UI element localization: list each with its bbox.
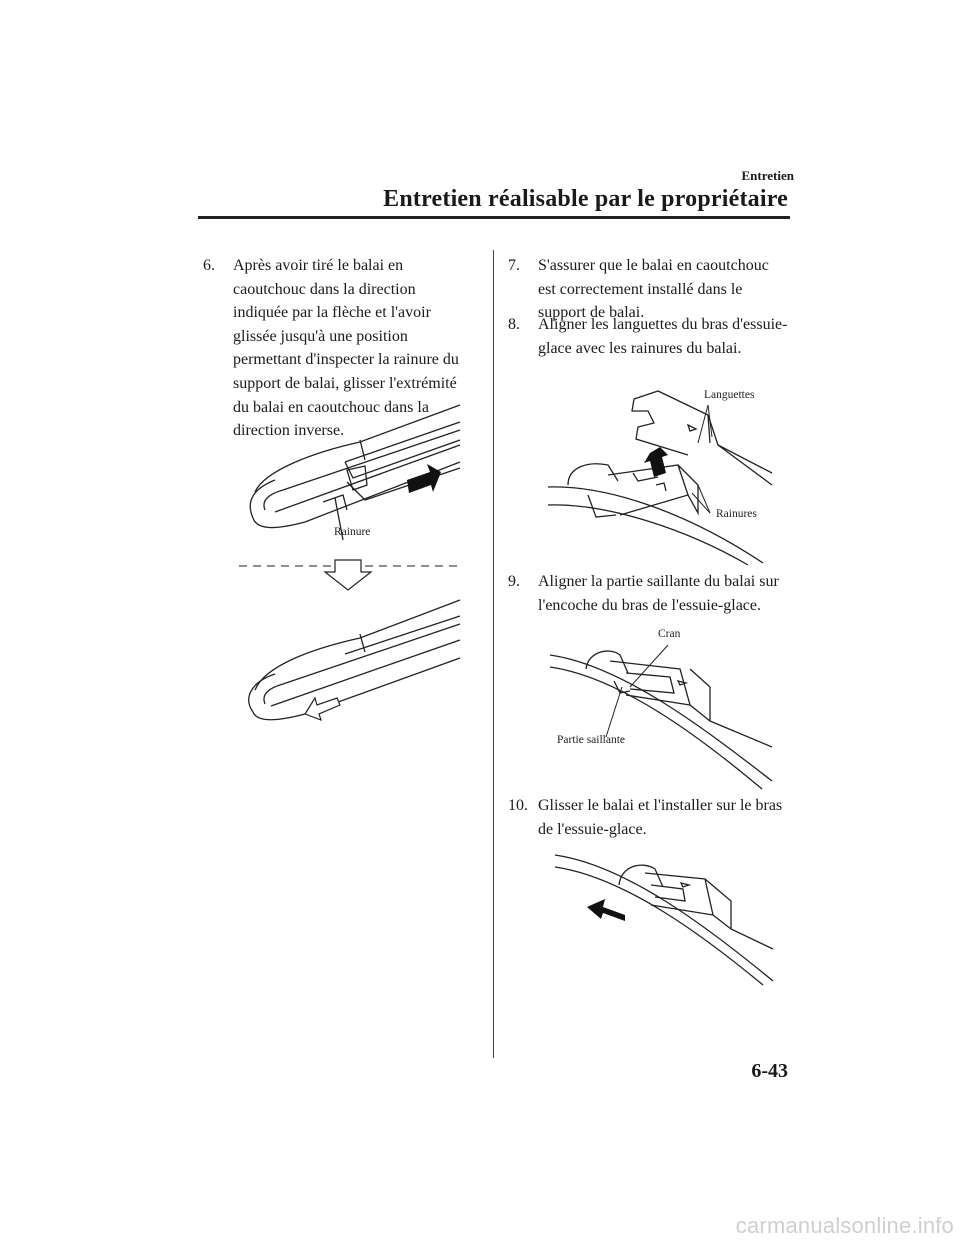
step-10-number: 10. bbox=[508, 797, 528, 814]
step-6-text: Après avoir tiré le balai en caoutchouc … bbox=[233, 257, 459, 440]
watermark: carmanualsonline.info bbox=[735, 1213, 954, 1238]
section-small-heading: Entretien bbox=[741, 168, 794, 183]
step-7: 7. S'assurer que le balai en caoutchouc … bbox=[508, 254, 790, 325]
header-rule bbox=[198, 216, 790, 219]
step-9-number: 9. bbox=[508, 573, 520, 590]
label-partie-saillante: Partie saillante bbox=[557, 734, 626, 746]
label-rainure: Rainure bbox=[334, 526, 371, 538]
step-10-text: Glisser le balai et l'installer sur le b… bbox=[538, 797, 783, 838]
section-title: Entretien réalisable par le propriétaire bbox=[383, 186, 788, 212]
lift-arrow-icon bbox=[644, 447, 668, 477]
step-6: 6. Après avoir tiré le balai en caoutcho… bbox=[203, 254, 473, 443]
slide-arrow-icon bbox=[587, 899, 625, 921]
step-9-text: Aligner la partie saillante du balai sur… bbox=[538, 573, 779, 614]
wiper-install-figure bbox=[554, 854, 774, 986]
pull-arrow-icon bbox=[407, 464, 441, 493]
step-8-number: 8. bbox=[508, 316, 520, 333]
step-9: 9. Aligner la partie saillante du balai … bbox=[508, 570, 790, 617]
push-arrow-icon bbox=[304, 696, 341, 722]
step-6-number: 6. bbox=[203, 257, 215, 274]
down-arrow-icon bbox=[323, 559, 373, 591]
wiper-notch-figure bbox=[549, 644, 773, 790]
step-7-number: 7. bbox=[508, 257, 520, 274]
label-cran: Cran bbox=[658, 628, 681, 640]
column-divider bbox=[493, 250, 494, 1058]
step-8: 8. Aligner les languettes du bras d'essu… bbox=[508, 313, 790, 360]
step-7-text: S'assurer que le balai en caoutchouc est… bbox=[538, 257, 769, 322]
page-number: 6-43 bbox=[751, 1060, 788, 1082]
label-languettes: Languettes bbox=[704, 389, 755, 401]
step-8-text: Aligner les languettes du bras d'essuie-… bbox=[538, 316, 788, 357]
wiper-blade-figure-pull bbox=[239, 404, 461, 722]
label-rainures: Rainures bbox=[716, 508, 757, 520]
step-10: 10. Glisser le balai et l'installer sur … bbox=[508, 794, 790, 841]
wiper-arm-tabs-figure bbox=[547, 390, 773, 566]
